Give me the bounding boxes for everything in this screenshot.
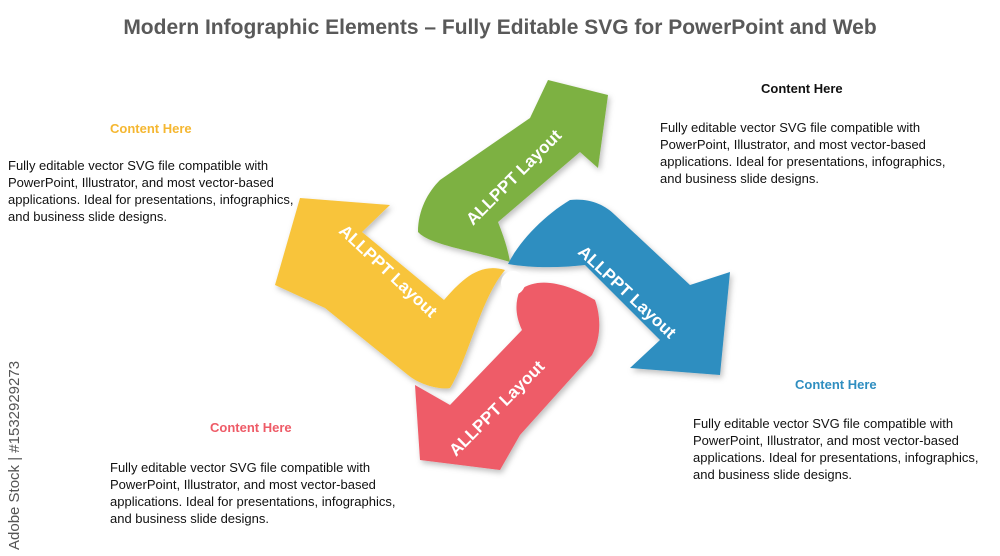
block-red-heading: Content Here — [210, 420, 292, 435]
arrow-green — [418, 80, 608, 262]
block-yellow-heading: Content Here — [110, 121, 192, 136]
block-blue-heading: Content Here — [795, 377, 877, 392]
block-green-text: Fully editable vector SVG file compatibl… — [660, 120, 946, 186]
stock-watermark: Adobe Stock | #1532929273 — [3, 300, 27, 550]
page-title: Modern Infographic Elements – Fully Edit… — [123, 16, 877, 39]
center-hole — [501, 271, 525, 295]
block-green-heading: Content Here — [761, 81, 843, 96]
block-yellow-text: Fully editable vector SVG file compatibl… — [8, 158, 294, 224]
block-blue-text: Fully editable vector SVG file compatibl… — [693, 416, 979, 482]
block-red-text: Fully editable vector SVG file compatibl… — [110, 460, 396, 526]
stock-watermark-text: Adobe Stock | #1532929273 — [6, 360, 23, 550]
arrow-red — [415, 282, 600, 470]
arrow-blue — [508, 199, 730, 375]
arrow-yellow — [275, 198, 505, 389]
